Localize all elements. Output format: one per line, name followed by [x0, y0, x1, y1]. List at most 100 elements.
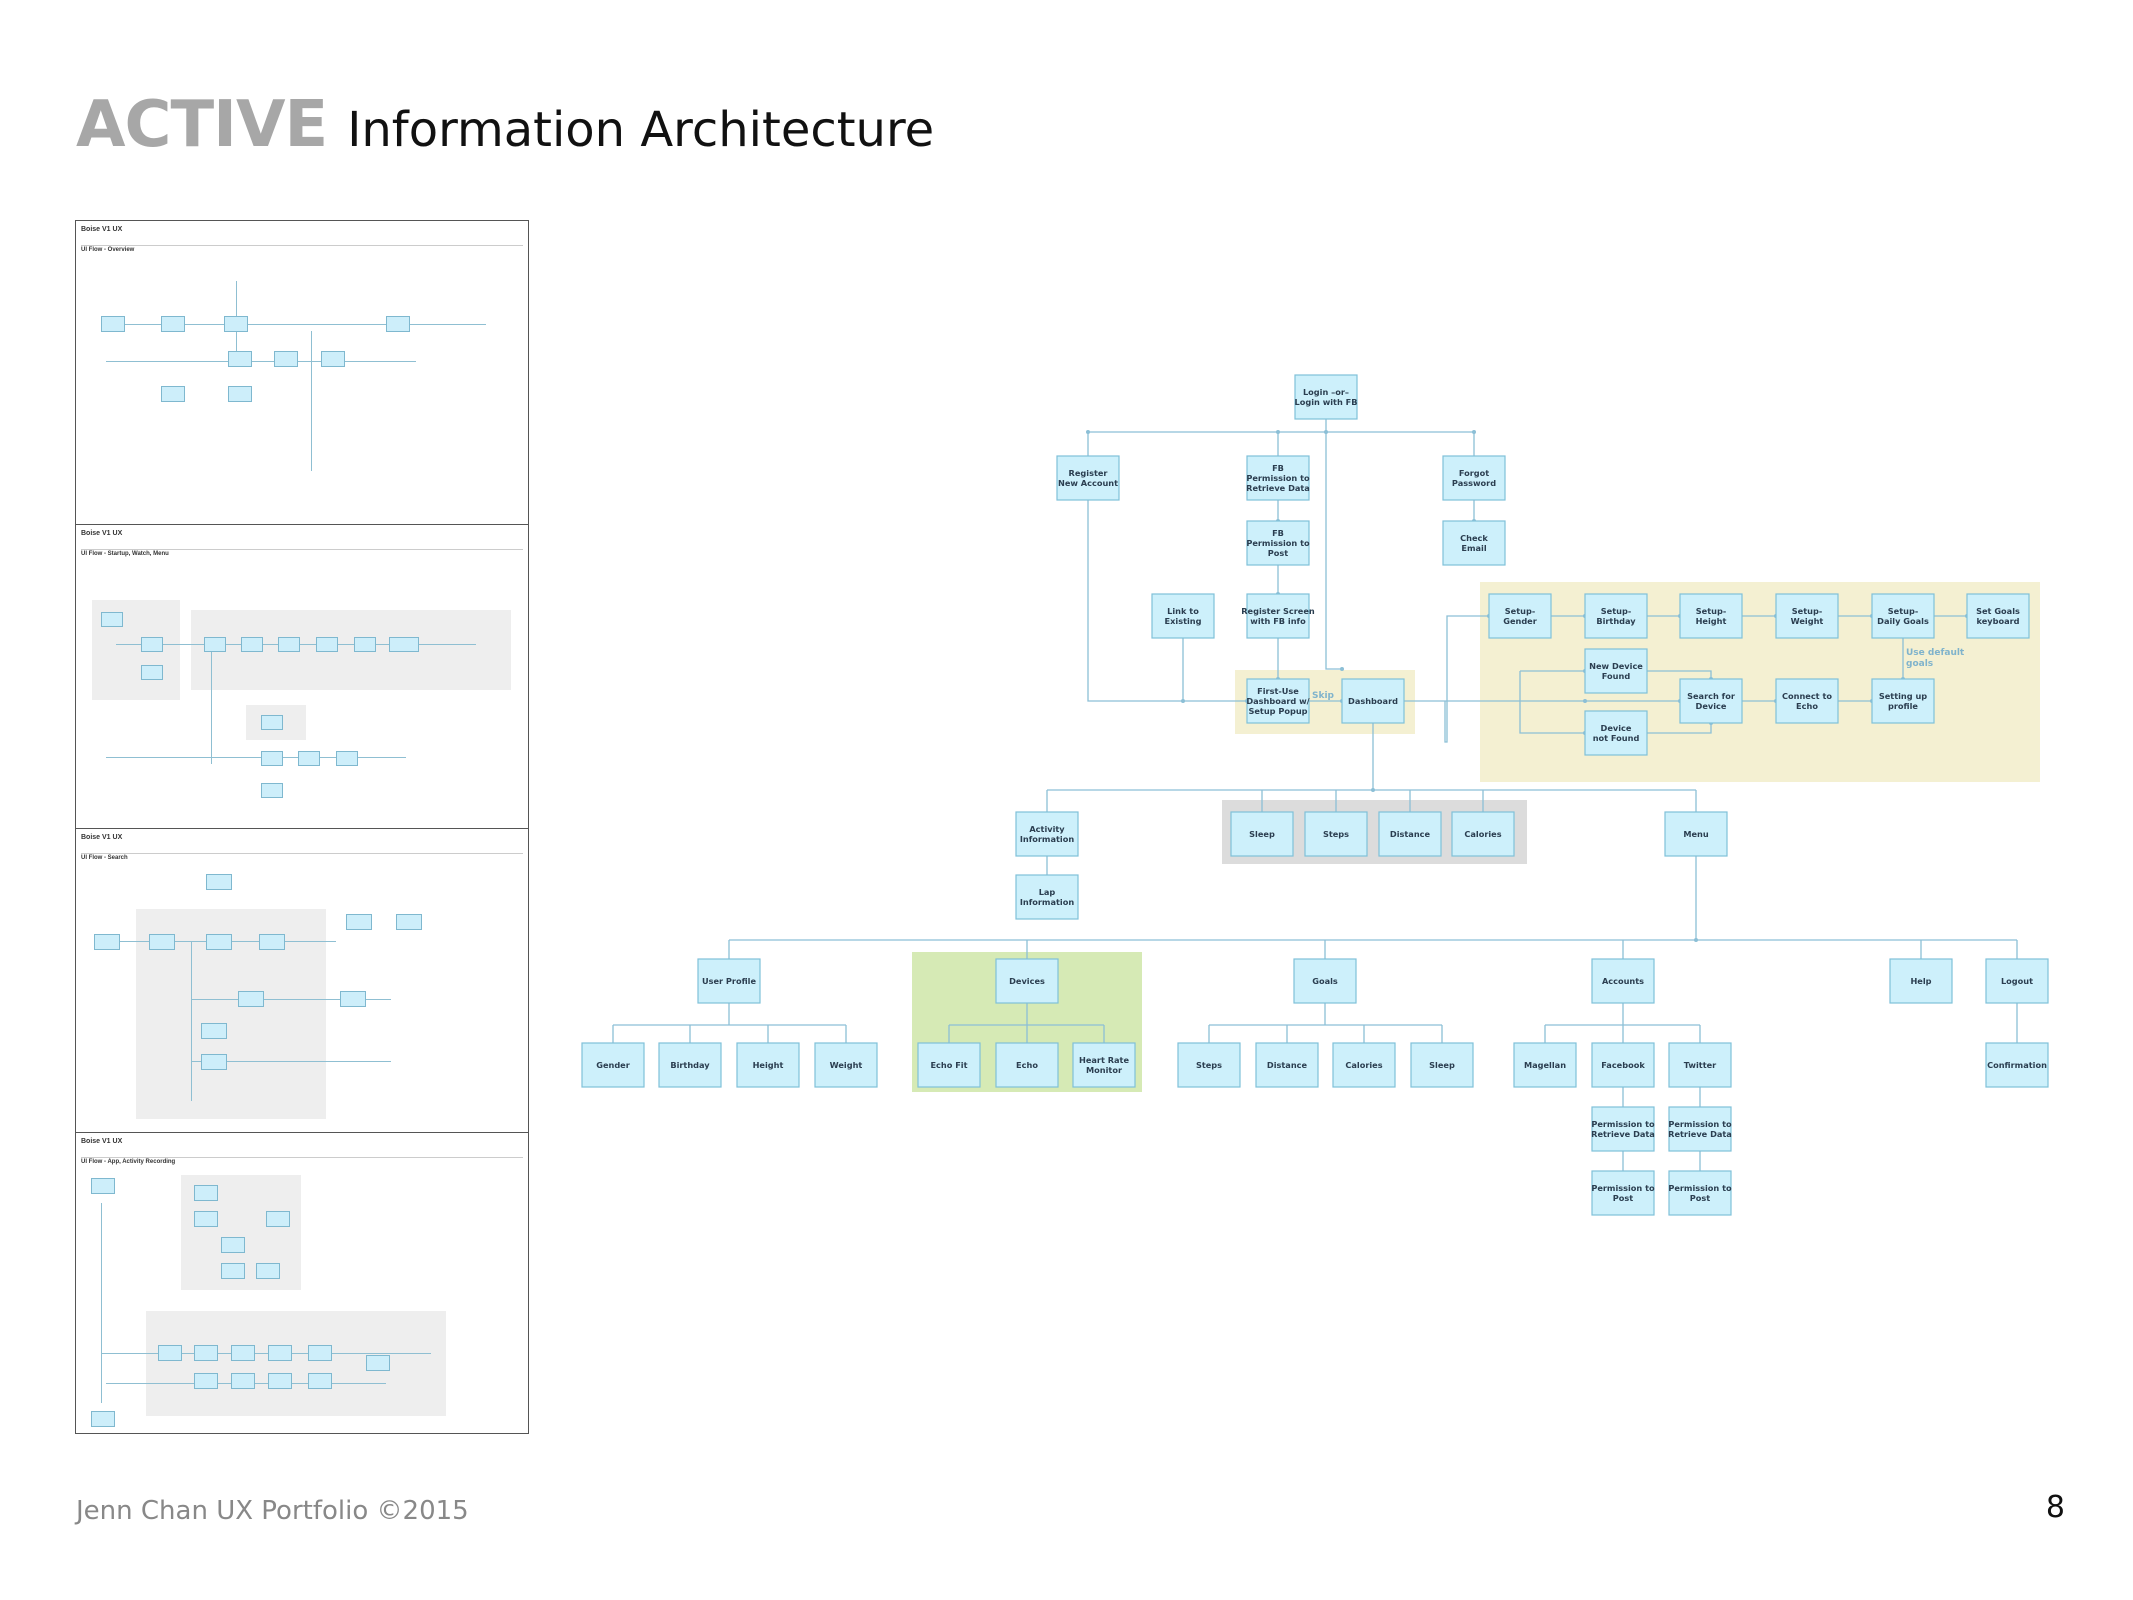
node-sleep: Sleep — [1230, 811, 1294, 857]
node-box — [1584, 710, 1648, 756]
node-label: Permission to — [1668, 1119, 1732, 1129]
connector-line — [1444, 615, 1489, 743]
node-box — [1410, 1042, 1474, 1088]
connector-dot — [1472, 430, 1476, 434]
node-label: Echo Fit — [930, 1060, 967, 1070]
node-label: Found — [1602, 671, 1631, 681]
node-g-distance: Distance — [1255, 1042, 1319, 1088]
node-label: Setup- — [1505, 606, 1535, 616]
node-label: Calories — [1464, 829, 1501, 839]
connector-line — [1519, 671, 1585, 734]
brand-title: ACTIVE — [76, 88, 328, 162]
node-accounts: Accounts — [1591, 958, 1655, 1004]
node-box — [1591, 1170, 1655, 1216]
node-setup-weight: Setup-Weight — [1775, 593, 1839, 639]
node-label: Echo — [1796, 701, 1818, 711]
thumbnail-flow-label: UI Flow - Overview — [81, 247, 135, 253]
node-box — [1255, 1042, 1319, 1088]
node-facebook: Facebook — [1591, 1042, 1655, 1088]
node-box — [1591, 1106, 1655, 1152]
node-label: Device — [1696, 701, 1727, 711]
node-g-steps: Steps — [1177, 1042, 1241, 1088]
node-box — [1015, 874, 1079, 920]
node-label: Connect to — [1782, 691, 1832, 701]
thumbnail-flow-label: UI Flow - Startup, Watch, Menu — [81, 551, 169, 557]
node-label: Permission to — [1591, 1183, 1655, 1193]
node-box — [1591, 1042, 1655, 1088]
node-label: Setup- — [1792, 606, 1822, 616]
node-box — [1985, 1042, 2049, 1088]
node-twitter: Twitter — [1668, 1042, 1732, 1088]
node-box — [1246, 678, 1310, 724]
node-label: Birthday — [670, 1060, 710, 1070]
thumbnail-flow-label: UI Flow - App, Activity Recording — [81, 1159, 176, 1165]
connector-labels: Skip Use default goals — [1312, 648, 1965, 701]
node-box — [1246, 593, 1310, 639]
node-label: Post — [1690, 1193, 1710, 1203]
node-label: Post — [1613, 1193, 1633, 1203]
connector-line — [1325, 432, 1342, 670]
node-label: Calories — [1345, 1060, 1382, 1070]
thumbnail-title: Boise V1 UX — [81, 1138, 123, 1145]
node-setup-height: Setup-Height — [1679, 593, 1743, 639]
node-label: Device — [1601, 723, 1632, 733]
node-goals: Goals — [1293, 958, 1357, 1004]
node-box — [917, 1042, 981, 1088]
use-default-label-1: Use default — [1906, 648, 1965, 658]
node-box — [1668, 1170, 1732, 1216]
node-box — [1584, 593, 1648, 639]
node-steps: Steps — [1304, 811, 1368, 857]
node-label: not Found — [1593, 733, 1640, 743]
node-g-calories: Calories — [1332, 1042, 1396, 1088]
node-label: New Account — [1058, 478, 1118, 488]
node-label: Birthday — [1596, 616, 1636, 626]
node-label: Monitor — [1086, 1065, 1123, 1075]
connector-dot — [1276, 430, 1280, 434]
node-label: Retrieve Data — [1668, 1129, 1732, 1139]
node-box — [1056, 455, 1120, 501]
node-label: Accounts — [1602, 976, 1644, 986]
node-logout: Logout — [1985, 958, 2049, 1004]
node-label: Permission to — [1668, 1183, 1732, 1193]
node-height: Height — [736, 1042, 800, 1088]
node-label: Information — [1020, 834, 1075, 844]
node-box — [995, 1042, 1059, 1088]
node-box — [1230, 811, 1294, 857]
node-label: Steps — [1323, 829, 1349, 839]
node-label: Link to — [1167, 606, 1199, 616]
node-label: Daily Goals — [1877, 616, 1929, 626]
use-default-label-2: goals — [1906, 659, 1933, 669]
node-box — [1664, 811, 1728, 857]
node-box — [1775, 678, 1839, 724]
node-box — [814, 1042, 878, 1088]
node-box — [1442, 520, 1506, 566]
node-box — [1072, 1042, 1136, 1088]
node-label: Permission to — [1591, 1119, 1655, 1129]
node-label: Forgot — [1459, 468, 1489, 478]
page-subtitle: Information Architecture — [347, 102, 935, 158]
node-menu: Menu — [1664, 811, 1728, 857]
node-label: User Profile — [702, 976, 757, 986]
thumbnail-flow-label: UI Flow - Search — [81, 855, 128, 861]
node-g-sleep: Sleep — [1410, 1042, 1474, 1088]
node-label: Setup- — [1601, 606, 1631, 616]
node-label: Weight — [1791, 616, 1824, 626]
connector-dot — [1086, 430, 1090, 434]
node-setup-birthday: Setup-Birthday — [1584, 593, 1648, 639]
node-label: Permission to — [1246, 473, 1310, 483]
node-help: Help — [1889, 958, 1953, 1004]
node-box — [658, 1042, 722, 1088]
node-label: keyboard — [1976, 616, 2019, 626]
node-label: Echo — [1016, 1060, 1038, 1070]
node-label: Dashboard — [1348, 696, 1398, 706]
node-box — [1246, 520, 1310, 566]
